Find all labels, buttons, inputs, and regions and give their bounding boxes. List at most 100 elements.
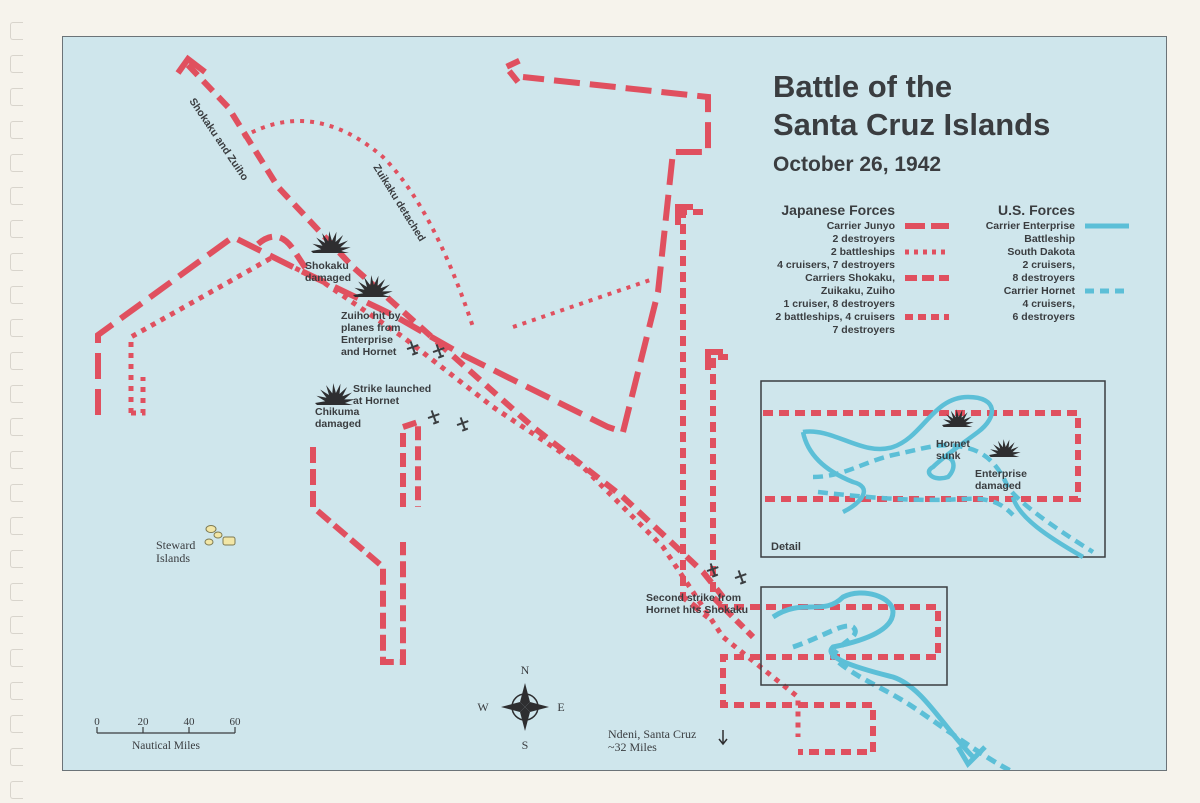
detail-reference-box — [760, 586, 948, 686]
binding-ring — [10, 319, 23, 337]
binding-ring — [10, 451, 23, 469]
legend-japanese-text-line: 2 battleships — [831, 246, 895, 258]
short-dash-route-east-2 — [710, 354, 756, 640]
place-steward-islands-line: Islands — [156, 551, 190, 565]
carriers-route-2 — [400, 417, 421, 507]
compass-rose — [501, 683, 549, 731]
event-enterprise-damaged-line: Enterprise — [975, 468, 1027, 480]
junyo-route — [95, 233, 624, 435]
binding-ring — [10, 682, 23, 700]
binding-ring — [10, 583, 23, 601]
compass-west: W — [477, 700, 489, 714]
event-chikuma-damaged-line: damaged — [315, 418, 361, 430]
event-hornet-sunk-line: sunk — [936, 450, 961, 462]
aircraft-icon — [432, 344, 445, 359]
legend-japanese-text-line: 7 destroyers — [833, 324, 896, 336]
legend-japanese-text-line: 4 cruisers, 7 destroyers — [777, 259, 895, 271]
binding-ring — [10, 22, 23, 40]
explosion-icon — [989, 439, 1021, 457]
spiral-binding — [0, 0, 34, 803]
event-hornet-sunk-line: Hornet — [936, 438, 970, 450]
event-enterprise-damaged-line: damaged — [975, 480, 1021, 492]
compass-north: N — [521, 663, 530, 677]
detail-hornet-route — [812, 443, 1095, 554]
arrowhead-north-center — [501, 56, 525, 84]
battleship-dotted-route — [128, 254, 801, 737]
detail-japanese-loop — [763, 410, 1081, 502]
explosion-icon — [315, 383, 355, 405]
binding-ring — [10, 154, 23, 172]
compass-east: E — [557, 700, 564, 714]
scale-tick-label: 40 — [184, 716, 196, 728]
event-zuiho-hit-line: planes from — [341, 322, 401, 334]
map-frame: Battle of the Santa Cruz Islands October… — [62, 36, 1167, 771]
explosion-icon — [353, 275, 393, 297]
legend-us-text-line: South Dakota — [1007, 246, 1075, 258]
event-strike-launched-line: at Hornet — [353, 395, 400, 407]
legend-us-text-line: 4 cruisers, — [1022, 298, 1075, 310]
binding-ring — [10, 88, 23, 106]
aircraft-icon — [706, 563, 719, 578]
map-subtitle: October 26, 1942 — [773, 153, 941, 176]
legend-japanese-text-line: 2 battleships, 4 cruisers — [775, 311, 895, 323]
binding-ring — [10, 517, 23, 535]
explosion-icon — [942, 409, 974, 427]
legend-japanese-text-line: Zuikaku, Zuiho — [821, 285, 895, 297]
legend-us-text-line: Battleship — [1024, 233, 1075, 245]
binding-ring — [10, 55, 23, 73]
arrowhead-east-lower — [705, 349, 723, 370]
place-ndeni-line: ~32 Miles — [608, 740, 657, 754]
legend-japanese-text-line: Carrier Junyo — [827, 220, 895, 232]
main-japanese-route — [185, 62, 726, 599]
legend-us-text-line: Carrier Hornet — [1004, 285, 1076, 297]
zuikaku-detached-arc — [242, 119, 475, 328]
binding-ring — [10, 550, 23, 568]
event-shokaku-damaged-line: damaged — [305, 272, 351, 284]
place-ndeni: Ndeni, Santa Cruz~32 Miles — [608, 727, 696, 754]
scale-unit-label: Nautical Miles — [132, 740, 201, 752]
place-steward-islands-line: Steward — [156, 538, 195, 552]
junyo-route-hook — [256, 233, 311, 274]
legend-us-text-line: Carrier Enterprise — [986, 220, 1075, 232]
zuikaku-link — [512, 277, 654, 329]
compass-south: S — [522, 738, 529, 752]
junyo-northeast-route — [522, 74, 711, 433]
event-second-strike-line: Second strike from — [646, 592, 741, 604]
binding-ring — [10, 121, 23, 139]
binding-ring — [10, 781, 23, 799]
binding-ring — [10, 253, 23, 271]
event-zuiho-hit-line: Enterprise — [341, 334, 393, 346]
binding-ring — [10, 649, 23, 667]
binding-ring — [10, 187, 23, 205]
event-zuiho-hit-line: Zuiho hit by — [341, 310, 401, 322]
event-zuiho-hit-line: and Hornet — [341, 346, 397, 358]
us-arrowhead — [955, 745, 987, 769]
legend-japanese-text-line: Carriers Shokaku, — [805, 272, 895, 284]
legend-us-heading: U.S. Forces — [998, 202, 1075, 218]
map-title-line1: Battle of the — [773, 69, 952, 104]
ndeni-direction-arrow — [718, 730, 728, 746]
aircraft-icon — [427, 410, 440, 425]
binding-ring — [10, 616, 23, 634]
binding-ring — [10, 484, 23, 502]
arrowhead-north-west — [175, 54, 207, 75]
dotted-hook-west — [131, 377, 146, 416]
legend-japanese-heading: Japanese Forces — [781, 202, 895, 218]
aircraft-icon — [456, 417, 469, 432]
